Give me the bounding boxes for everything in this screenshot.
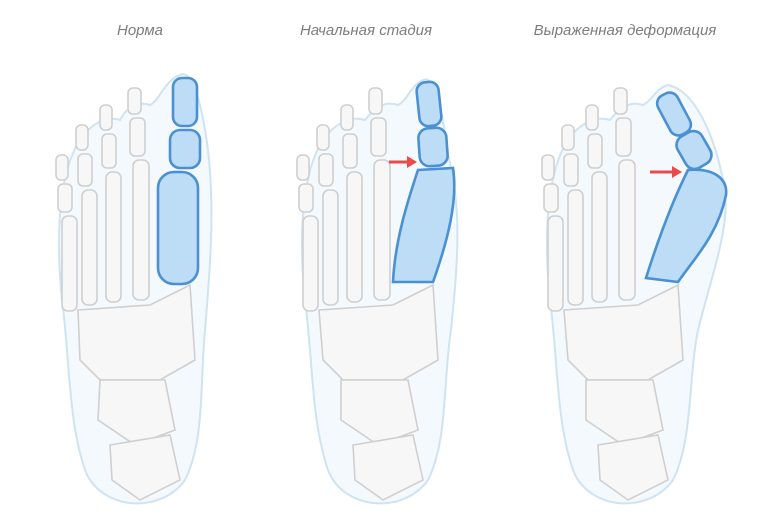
deviation-arrow	[389, 156, 417, 168]
foot-normal	[55, 73, 213, 505]
title-normal: Норма	[117, 22, 163, 39]
title-initial-stage: Начальная стадия	[299, 22, 433, 39]
big-toe-highlight	[644, 91, 728, 284]
title-severe-deformation: Выраженная деформация	[533, 22, 717, 39]
big-toe-highlight	[391, 80, 456, 284]
tarsal-bones	[77, 283, 196, 501]
foot-severe-deformation	[541, 83, 728, 505]
deviation-arrow	[650, 166, 682, 178]
foot-initial-stage	[296, 78, 459, 505]
big-toe-highlight	[156, 76, 202, 286]
tarsal-bones	[563, 283, 684, 501]
lesser-toes	[541, 87, 636, 312]
lesser-toes	[55, 87, 150, 312]
lesser-toes	[296, 87, 391, 312]
tarsal-bones	[318, 283, 439, 501]
